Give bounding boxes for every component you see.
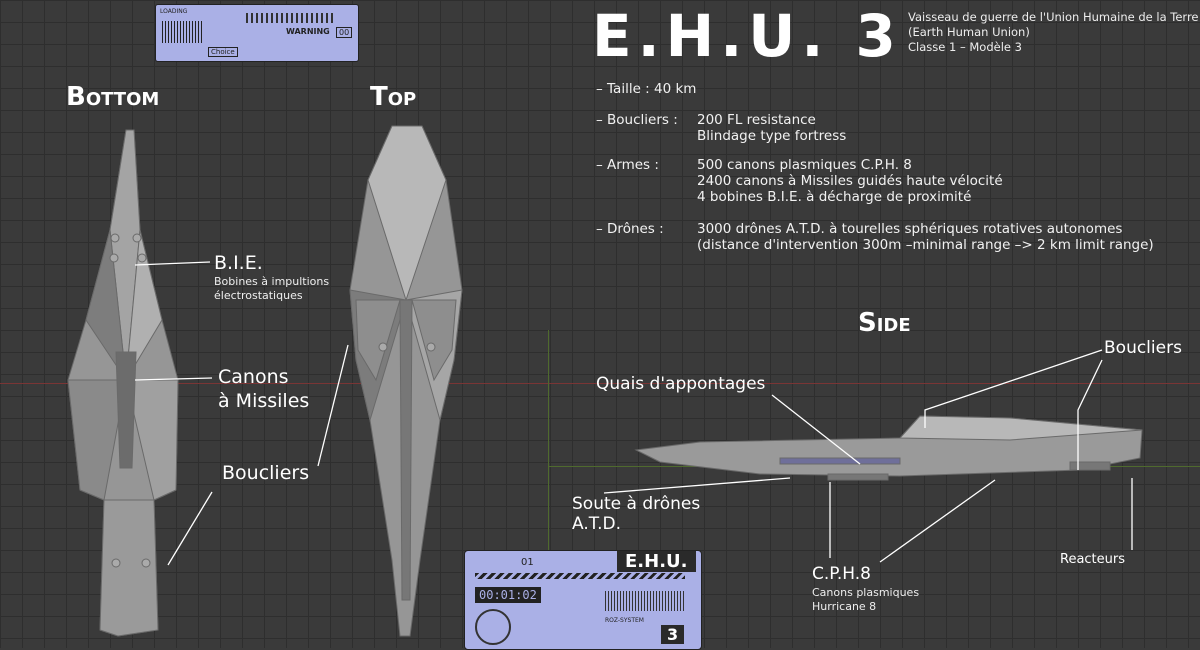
side-view-ship bbox=[634, 415, 1143, 481]
label-cph-desc-1: Canons plasmiques bbox=[812, 586, 920, 599]
panel-wave-graphic bbox=[605, 591, 685, 611]
panel-number: 3 bbox=[661, 625, 685, 644]
panel-loading-text: LOADING bbox=[160, 8, 188, 15]
spec-drones-line-2: (distance d'intervention 300m –minimal r… bbox=[697, 237, 1154, 253]
top-view-ship bbox=[349, 125, 463, 637]
label-soute-line-1: Soute à drônes bbox=[572, 494, 701, 514]
label-boucliers-left: Boucliers bbox=[222, 462, 310, 484]
spec-armes-line-2: 2400 canons à Missiles guidés haute vélo… bbox=[697, 173, 1003, 189]
spec-armes-line-3: 4 bobines B.I.E. à décharge de proximité bbox=[697, 189, 972, 205]
panel-waveform bbox=[246, 13, 336, 23]
label-reacteurs: Reacteurs bbox=[1060, 552, 1126, 567]
top-status-panel: LOADING WARNING Choice 00 bbox=[155, 4, 359, 62]
green-axis-vertical bbox=[548, 330, 549, 648]
view-title-side: Side bbox=[858, 308, 911, 338]
panel-counter: 00 bbox=[336, 27, 353, 38]
panel-choice-button: Choice bbox=[208, 47, 238, 57]
spec-armes-line-1: 500 canons plasmiques C.P.H. 8 bbox=[697, 157, 912, 173]
panel-warning-text: WARNING bbox=[286, 27, 330, 36]
bottom-id-panel: 01 E.H.U. 00:01:02 ROZ-SYSTEM 3 bbox=[464, 550, 702, 650]
label-bie-title: B.I.E. bbox=[214, 252, 263, 274]
label-canons-line-2: à Missiles bbox=[218, 390, 310, 412]
subtitle-line-1: Vaisseau de guerre de l'Union Humaine de… bbox=[908, 10, 1199, 24]
label-quais: Quais d'appontages bbox=[596, 374, 766, 394]
subtitle-line-3: Classe 1 – Modèle 3 bbox=[908, 40, 1022, 54]
subtitle-line-2: (Earth Human Union) bbox=[908, 25, 1030, 39]
spec-armes-key: – Armes : bbox=[596, 157, 659, 173]
spec-boucliers-line-1: 200 FL resistance bbox=[697, 112, 816, 128]
spec-drones-line-1: 3000 drônes A.T.D. à tourelles sphérique… bbox=[697, 221, 1123, 237]
label-canons-line-1: Canons bbox=[218, 366, 289, 388]
label-cph-title: C.P.H.8 bbox=[812, 564, 871, 584]
page-title: E.H.U. 3 bbox=[592, 2, 902, 70]
label-bie-desc-2: électrostatiques bbox=[214, 289, 303, 302]
label-soute-line-2: A.T.D. bbox=[572, 514, 621, 534]
panel-stripes bbox=[475, 573, 685, 579]
view-title-top: Top bbox=[370, 82, 417, 112]
bottom-view-ship bbox=[67, 129, 179, 637]
panel-timer: 00:01:02 bbox=[475, 587, 541, 603]
panel-id: 01 bbox=[521, 557, 534, 568]
panel-radar-graphic bbox=[475, 609, 511, 645]
panel-ship-name: E.H.U. bbox=[617, 551, 696, 572]
spec-boucliers-key: – Boucliers : bbox=[596, 112, 678, 128]
barcode-graphic bbox=[162, 21, 202, 43]
red-axis-line bbox=[0, 383, 1200, 384]
label-cph-desc-2: Hurricane 8 bbox=[812, 600, 877, 613]
spec-boucliers-line-2: Blindage type fortress bbox=[697, 128, 847, 144]
view-title-bottom: Bottom bbox=[66, 82, 160, 112]
label-bie-desc-1: Bobines à impultions bbox=[214, 275, 330, 288]
spec-taille: – Taille : 40 km bbox=[596, 81, 697, 97]
leader-lines bbox=[134, 261, 1133, 566]
label-boucliers-side: Boucliers bbox=[1104, 338, 1182, 358]
panel-system-text: ROZ-SYSTEM bbox=[605, 617, 644, 624]
spec-drones-key: – Drônes : bbox=[596, 221, 664, 237]
